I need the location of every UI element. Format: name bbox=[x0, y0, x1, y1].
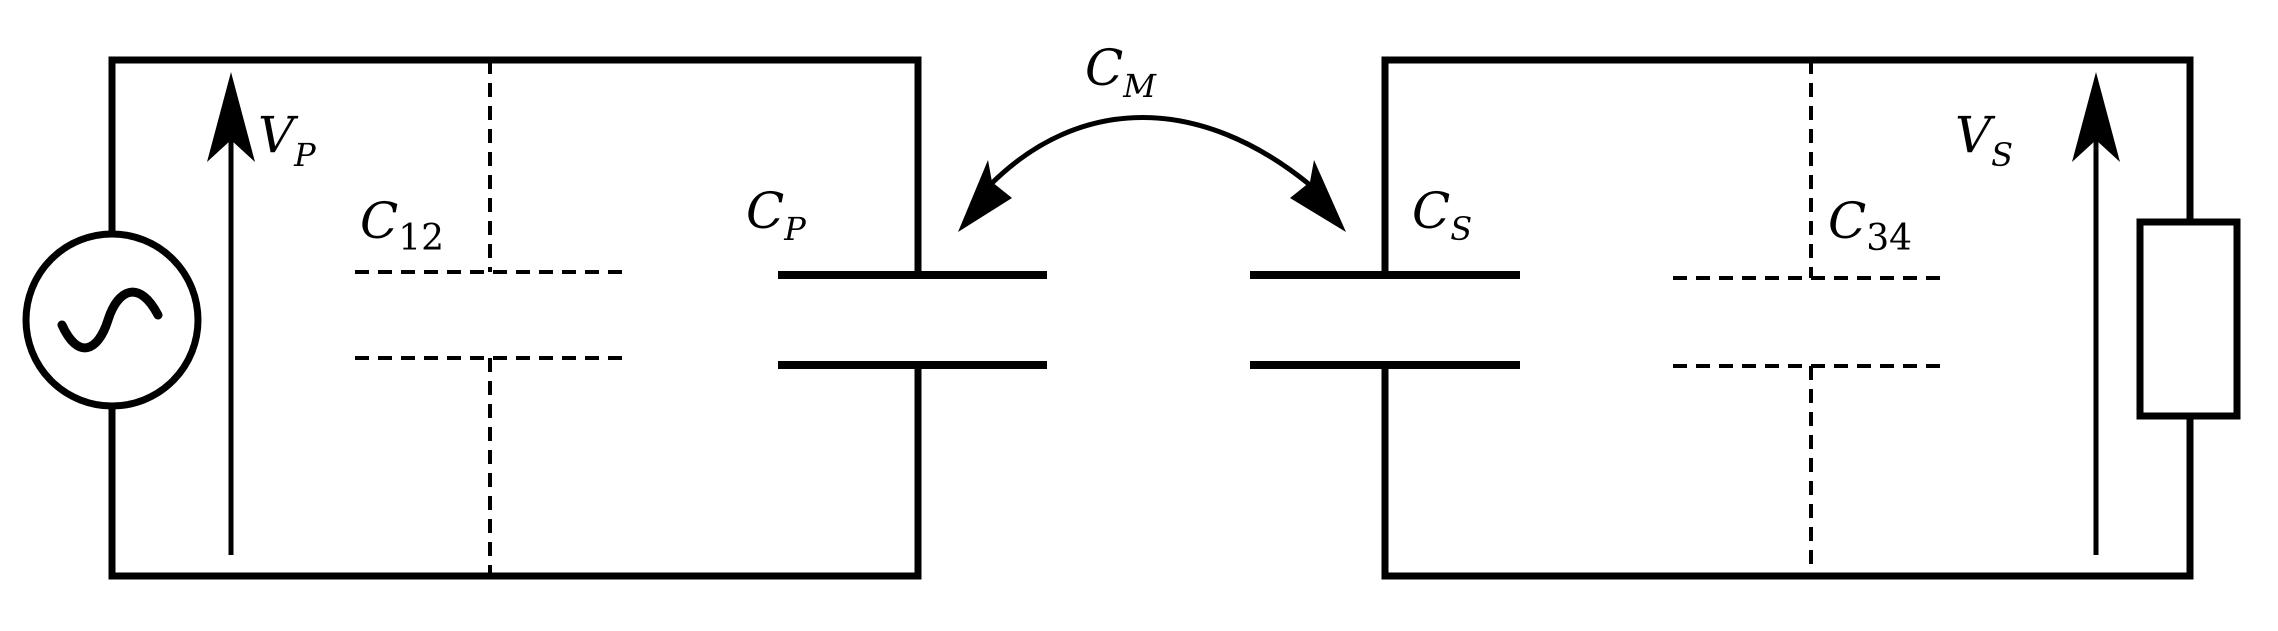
voltage-arrow-icon bbox=[2072, 72, 2120, 555]
label-vp: VP bbox=[258, 106, 316, 174]
voltage-arrow-icon bbox=[207, 72, 255, 555]
c12-parasitic-capacitor bbox=[355, 60, 628, 576]
primary-wire-loop bbox=[108, 56, 922, 580]
secondary-wire-loop bbox=[1381, 56, 2194, 580]
label-c34: C34 bbox=[1828, 192, 1912, 259]
label-vs: VS bbox=[1955, 106, 2013, 174]
label-cs: CS bbox=[1412, 182, 1472, 248]
label-c12: C12 bbox=[360, 192, 444, 259]
ac-source-icon bbox=[22, 230, 202, 410]
coupling-arrow-icon bbox=[958, 115, 1346, 232]
secondary-circuit bbox=[1250, 56, 2241, 580]
primary-circuit bbox=[22, 56, 1047, 580]
label-cp: CP bbox=[746, 182, 806, 248]
resistor-load-icon bbox=[2136, 218, 2241, 420]
c34-parasitic-capacitor bbox=[1673, 60, 1946, 576]
label-cm: CM bbox=[1085, 39, 1157, 105]
